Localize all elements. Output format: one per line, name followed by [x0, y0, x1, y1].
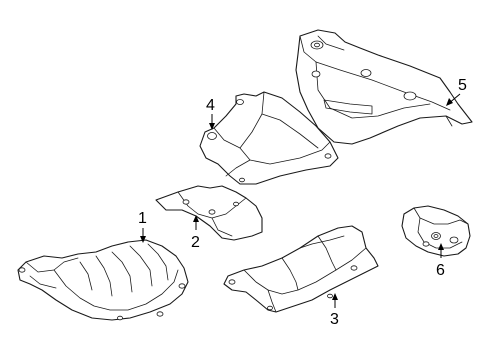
arrowhead-2 [193, 215, 199, 222]
arrowhead-5 [446, 98, 453, 106]
arrowhead-1 [140, 236, 146, 243]
callout-4: 4 [206, 97, 215, 114]
part-1-heat-shield [17, 239, 189, 321]
callout-5: 5 [458, 77, 467, 94]
arrowhead-3 [332, 293, 338, 300]
arrowhead-6 [438, 243, 444, 250]
callout-6: 6 [436, 262, 445, 279]
arrowhead-4 [209, 123, 215, 130]
part-6-bracket [401, 205, 471, 257]
part-2-heat-shield [155, 185, 263, 241]
part-3-heat-shield [223, 225, 379, 313]
callout-labels: 1 2 3 4 5 6 [138, 77, 467, 328]
callout-leaders [140, 93, 461, 308]
callout-1: 1 [138, 210, 147, 227]
part-5-heat-shield [295, 29, 473, 145]
callout-3: 3 [330, 311, 339, 328]
callout-2: 2 [191, 234, 200, 251]
part-4-heat-shield [199, 91, 339, 185]
